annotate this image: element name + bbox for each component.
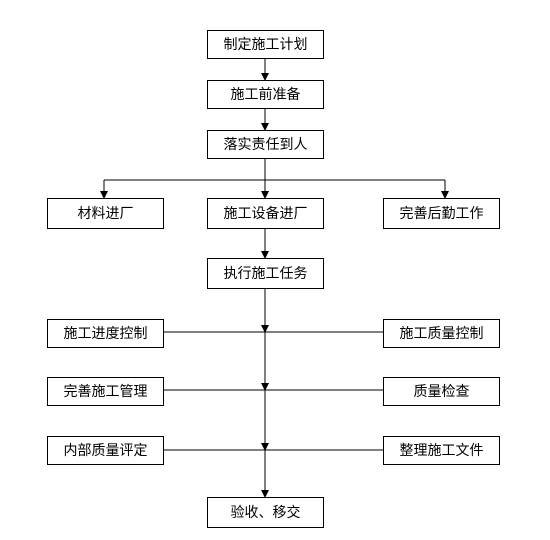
node-progress: 施工进度控制: [47, 319, 164, 348]
node-materials: 材料进厂: [47, 198, 164, 229]
node-inspection-label: 质量检查: [413, 383, 470, 400]
node-equipment-label: 施工设备进厂: [223, 205, 308, 222]
node-execute-label: 执行施工任务: [223, 265, 308, 282]
node-prep-label: 施工前准备: [230, 86, 301, 103]
node-quality-control: 施工质量控制: [383, 319, 500, 348]
node-materials-label: 材料进厂: [77, 205, 134, 222]
node-acceptance-label: 验收、移交: [230, 504, 301, 521]
node-progress-label: 施工进度控制: [63, 325, 148, 342]
node-documents: 整理施工文件: [383, 436, 500, 465]
node-logistics: 完善后勤工作: [383, 198, 500, 229]
node-management-label: 完善施工管理: [63, 383, 148, 400]
node-equipment: 施工设备进厂: [207, 198, 324, 229]
node-logistics-label: 完善后勤工作: [399, 205, 484, 222]
node-acceptance: 验收、移交: [207, 497, 324, 528]
node-evaluation-label: 内部质量评定: [63, 442, 148, 459]
node-plan-label: 制定施工计划: [223, 36, 308, 53]
node-quality-control-label: 施工质量控制: [399, 325, 484, 342]
node-resp-label: 落实责任到人: [223, 136, 308, 153]
node-execute: 执行施工任务: [207, 258, 324, 289]
node-evaluation: 内部质量评定: [47, 436, 164, 465]
node-prep: 施工前准备: [207, 80, 324, 109]
node-inspection: 质量检查: [383, 377, 500, 406]
node-documents-label: 整理施工文件: [399, 442, 484, 459]
node-management: 完善施工管理: [47, 377, 164, 406]
node-plan: 制定施工计划: [207, 30, 324, 59]
node-resp: 落实责任到人: [207, 130, 324, 159]
